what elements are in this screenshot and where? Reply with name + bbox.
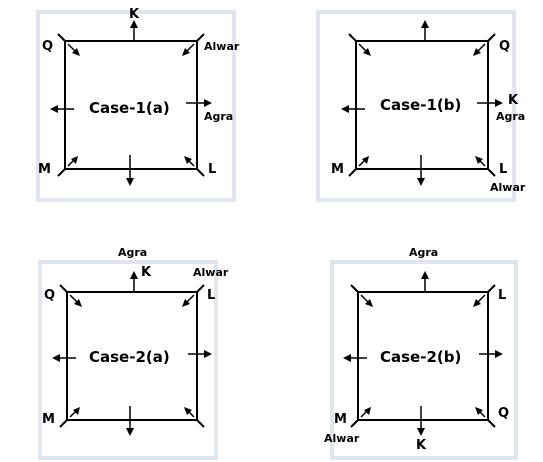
arrow-tl (69, 294, 82, 307)
label-bottom-left: M (334, 412, 347, 427)
arrow-left (50, 105, 74, 113)
table-square (66, 291, 198, 421)
diagram-case-2a: Agra K Alwar Q L M Case-2(a) (0, 240, 270, 462)
frame (316, 10, 516, 202)
diagram-case-2b: Agra L M Alwar K Q Case-2(b) (270, 240, 543, 462)
label-top-right: L (207, 288, 216, 303)
label-above: Agra (409, 246, 439, 259)
seating-square-1b (316, 10, 516, 202)
label-top-left: Q (42, 39, 54, 54)
frame (38, 260, 218, 460)
label-top-right-above: Alwar (193, 266, 229, 279)
arrow-tl (67, 43, 80, 56)
label-bottom-left-sub: Alwar (324, 432, 360, 445)
label-right: Agra (204, 110, 234, 123)
diagram-case-1b: Q K Agra M L Alwar Case-1(b) (270, 0, 543, 215)
seating-square-2b (330, 260, 518, 460)
label-bottom-right: L (208, 162, 217, 177)
frame (36, 10, 236, 202)
arrow-top (421, 20, 429, 41)
label-bottom-left: M (38, 162, 51, 177)
arrow-top (421, 271, 429, 292)
label-above: Agra (118, 246, 148, 259)
label-bottom-left: M (331, 162, 344, 177)
label-bottom-right: L (499, 162, 508, 177)
label-right: K (508, 93, 519, 108)
seating-square-2a (38, 260, 218, 460)
case-title: Case-2(b) (380, 348, 462, 366)
arrow-bl (67, 156, 78, 167)
diagram-case-1a: K Q Alwar Agra M L Case-1(a) (0, 0, 270, 215)
case-title: Case-2(a) (89, 348, 170, 366)
arrow-left (341, 105, 365, 113)
case-title: Case-1(a) (89, 99, 170, 117)
label-bottom-right: Q (498, 406, 510, 421)
arrow-tl (360, 294, 373, 307)
table-square (357, 291, 489, 421)
arrow-bottom (417, 406, 425, 436)
seating-square-1a (36, 10, 236, 202)
label-top-right: Alwar (204, 40, 240, 53)
arrow-right (479, 350, 503, 358)
label-bottom-right-sub: Alwar (490, 181, 526, 194)
label-top-left: Q (44, 288, 56, 303)
arrow-br (184, 156, 195, 167)
arrow-right (188, 350, 212, 358)
arrow-top (130, 20, 138, 41)
frame (330, 260, 518, 460)
arrow-bl (358, 156, 369, 167)
arrow-right (477, 99, 503, 107)
label-right-sub: Agra (496, 110, 526, 123)
label-top-right: Q (499, 39, 511, 54)
label-top: K (141, 265, 152, 280)
arrow-bottom (126, 155, 134, 186)
table-square (355, 40, 489, 170)
arrow-tl (358, 43, 371, 56)
arrow-br (184, 407, 195, 418)
arrow-tr (473, 43, 486, 56)
table-square (64, 40, 198, 170)
label-bottom-left: M (42, 412, 55, 427)
arrow-left (343, 354, 367, 362)
arrow-br (475, 156, 486, 167)
arrow-tr (473, 294, 486, 307)
arrow-bottom (126, 406, 134, 436)
label-bottom: K (416, 438, 427, 453)
arrow-top (130, 271, 138, 292)
arrow-br (475, 407, 486, 418)
label-top: K (129, 7, 140, 22)
arrow-bl (360, 407, 371, 418)
arrow-left (52, 354, 76, 362)
case-title: Case-1(b) (380, 96, 462, 114)
arrow-tr (182, 294, 195, 307)
arrow-bl (69, 407, 80, 418)
arrow-bottom (417, 155, 425, 186)
label-top-right: L (498, 288, 507, 303)
arrow-tr (182, 43, 195, 56)
arrow-right (186, 99, 212, 107)
